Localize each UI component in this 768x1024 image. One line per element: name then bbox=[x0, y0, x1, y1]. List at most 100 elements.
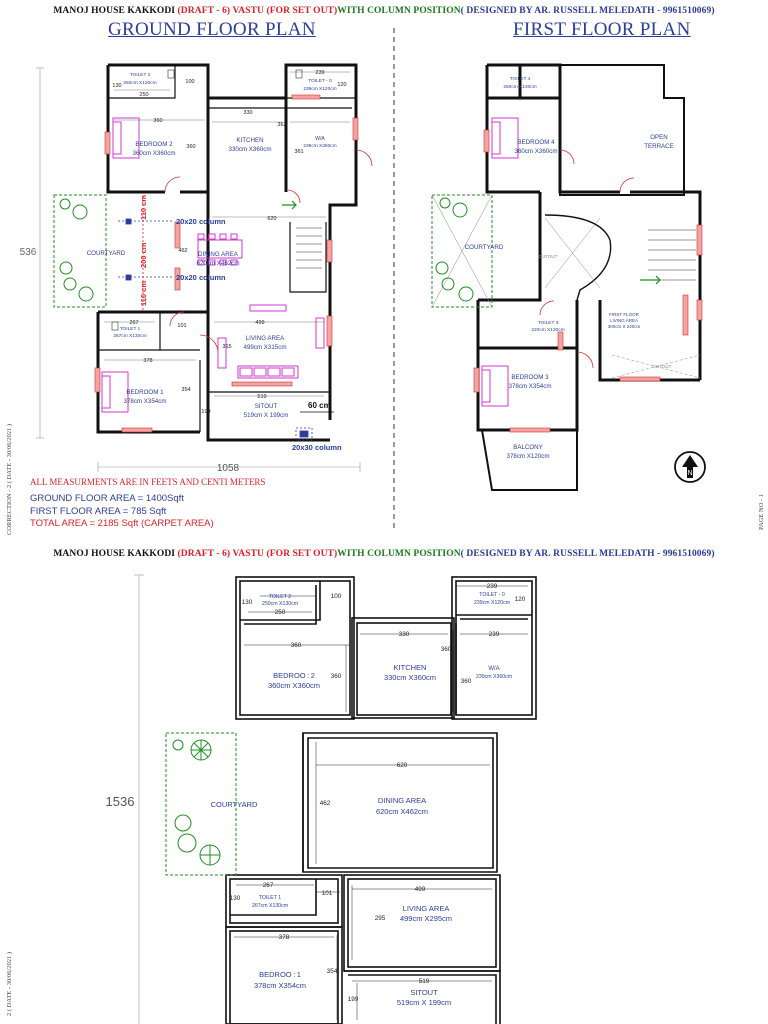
header-draft: (DRAFT - 6) bbox=[177, 6, 233, 16]
room-wa-dim: 239cm X360cm bbox=[303, 143, 336, 149]
dim-499: 499 bbox=[255, 320, 264, 326]
zoom-walls bbox=[225, 576, 537, 1024]
drawing-header: MANOJ HOUSE KAKKODI (DRAFT - 6) VASTU (F… bbox=[0, 6, 768, 16]
z-dim-295: 295 bbox=[375, 915, 386, 922]
gap-label-60: 60 cm bbox=[308, 401, 331, 410]
correction-note-lower: 2 ( DATE - 30/06/2021 ) bbox=[6, 951, 13, 1016]
z-wa-dim: 239cm X360cm bbox=[476, 674, 512, 680]
dim-267: 267 bbox=[129, 320, 138, 326]
dim-239: 239 bbox=[315, 70, 324, 76]
z-dining: DINING AREA bbox=[378, 796, 426, 805]
header-project: MANOJ HOUSE KAKKODI bbox=[53, 6, 178, 16]
z-dim-100: 100 bbox=[331, 593, 342, 600]
z-dim-1536: 1536 bbox=[106, 794, 135, 809]
z-dim-120: 120 bbox=[515, 596, 526, 603]
ground-floor-title: GROUND FLOOR PLAN bbox=[108, 19, 316, 40]
z-living: LIVING AREA bbox=[403, 904, 450, 913]
correction-note: CORRECTION - 2 ( DATE - 30/06/2021 ) bbox=[6, 423, 13, 535]
z-dim-360b: 360 bbox=[441, 646, 452, 653]
dim-360b: 360 bbox=[186, 144, 195, 150]
dim-361: 361 bbox=[294, 149, 303, 155]
z-dim-250: 250 bbox=[275, 609, 286, 616]
z-dim-354: 354 bbox=[327, 968, 338, 975]
room-toilet0-dim: 239cm X120cm bbox=[303, 86, 336, 92]
window-markers bbox=[94, 94, 359, 433]
furniture bbox=[101, 117, 325, 413]
z-dim-267: 267 bbox=[263, 882, 274, 889]
dim-378: 378 bbox=[143, 358, 152, 364]
z-dim-239: 239 bbox=[487, 583, 498, 590]
vert-110a: 110 cm bbox=[139, 195, 148, 220]
ground-walls bbox=[96, 63, 358, 442]
dim-250: 250 bbox=[139, 92, 148, 98]
room-bedroom1: BEDROOM 1 bbox=[126, 389, 164, 396]
z-living-dim: 499cm X295cm bbox=[400, 914, 452, 923]
z-dim-199: 199 bbox=[348, 996, 359, 1003]
dim-330: 330 bbox=[243, 110, 252, 116]
room-living: LIVING AREA bbox=[246, 335, 285, 342]
column-markers bbox=[118, 196, 334, 441]
room-toilet1: TOILET 1 bbox=[120, 326, 141, 332]
room-sitout-dim: 519cm X 199cm bbox=[244, 412, 289, 419]
drawing-header-lower: MANOJ HOUSE KAKKODI (DRAFT - 6) VASTU (F… bbox=[0, 549, 768, 559]
room-kitchen-dim: 330cm X360cm bbox=[229, 146, 272, 153]
zoom-courtyard-boundary bbox=[165, 732, 237, 876]
ground-floor-plan: 239 130 100 250 120 360 330 362 360 361 … bbox=[20, 28, 395, 530]
z-wa: W/A bbox=[488, 666, 499, 672]
dim-462: 462 bbox=[178, 248, 187, 254]
dim-120: 120 bbox=[337, 82, 346, 88]
dim-362: 362 bbox=[277, 122, 286, 128]
header-vastu-lower: VASTU (FOR SET OUT) bbox=[232, 549, 338, 559]
room-dining-dim: 620cm X462cm bbox=[197, 260, 240, 267]
column-label-2: 20x20 column bbox=[176, 273, 226, 282]
dim-536: 536 bbox=[20, 247, 37, 258]
staircase bbox=[296, 227, 322, 269]
z-bedroom2-dim: 360cm X360cm bbox=[268, 681, 320, 690]
dim-101: 101 bbox=[177, 323, 186, 329]
room-toilet0: TOILET - 0 bbox=[308, 78, 332, 84]
z-toilet2: TOILET 2 bbox=[269, 594, 291, 600]
z-kitchen-dim: 330cm X360cm bbox=[384, 673, 436, 682]
header-draft-lower: (DRAFT - 6) bbox=[177, 549, 233, 559]
door-arcs bbox=[164, 149, 373, 354]
z-sitout: SITOUT bbox=[410, 988, 438, 997]
dim-1058: 1058 bbox=[217, 463, 240, 474]
z-dim-360a: 360 bbox=[291, 642, 302, 649]
z-toilet1-dim: 267cm X130cm bbox=[252, 903, 288, 909]
dim-100: 100 bbox=[185, 79, 194, 85]
z-dim-239b: 239 bbox=[489, 631, 500, 638]
courtyard-plants bbox=[59, 198, 94, 302]
room-sitout: SITOUT bbox=[255, 403, 278, 410]
room-bedroom2: BEDROOM 2 bbox=[135, 141, 173, 148]
ground-floor-area: GROUND FLOOR AREA = 1400Sqft bbox=[30, 493, 184, 504]
header-vastu: VASTU (FOR SET OUT) bbox=[232, 6, 338, 16]
z-dim-130b: 130 bbox=[230, 895, 241, 902]
z-dim-378: 378 bbox=[279, 934, 290, 941]
z-toilet1: TOILET 1 bbox=[259, 895, 281, 901]
z-toilet0-dim: 239cm X120cm bbox=[474, 600, 510, 606]
total-area: TOTAL AREA = 2185 Sqft (CARPET AREA) bbox=[30, 518, 214, 529]
room-courtyard: COURTYARD bbox=[87, 250, 126, 257]
room-living-dim: 499cm X315cm bbox=[244, 344, 287, 351]
z-sitout-dim: 519cm X 199cm bbox=[397, 998, 451, 1007]
z-toilet0: TOILET - 0 bbox=[479, 592, 505, 598]
header-designer: ( DESIGNED BY AR. RUSSELL MELEDATH - 996… bbox=[460, 6, 715, 16]
z-dim-130a: 130 bbox=[242, 599, 253, 606]
dim-354: 354 bbox=[181, 387, 190, 393]
dim-360a: 360 bbox=[153, 118, 162, 124]
header-column-lower: WITH COLUMN POSITION bbox=[337, 549, 461, 559]
z-dim-360c: 360 bbox=[331, 673, 342, 680]
z-bedroom1-dim: 378cm X354cm bbox=[254, 981, 306, 990]
header-designer-lower: ( DESIGNED BY AR. RUSSELL MELEDATH - 996… bbox=[460, 549, 715, 559]
header-column: WITH COLUMN POSITION bbox=[337, 6, 461, 16]
z-dim-462: 462 bbox=[320, 800, 331, 807]
courtyard-boundary bbox=[53, 194, 107, 308]
z-dim-620: 620 bbox=[397, 762, 408, 769]
z-dim-330: 330 bbox=[399, 631, 410, 638]
z-dining-dim: 620cm X462cm bbox=[376, 807, 428, 816]
z-bedroom1: BEDROO : 1 bbox=[259, 970, 301, 979]
room-bedroom2-dim: 360cm X360cm bbox=[133, 150, 176, 157]
dim-130: 130 bbox=[112, 83, 121, 89]
room-wa: W/A bbox=[315, 136, 325, 142]
room-toilet2-dim: 250cm X130cm bbox=[123, 80, 156, 86]
